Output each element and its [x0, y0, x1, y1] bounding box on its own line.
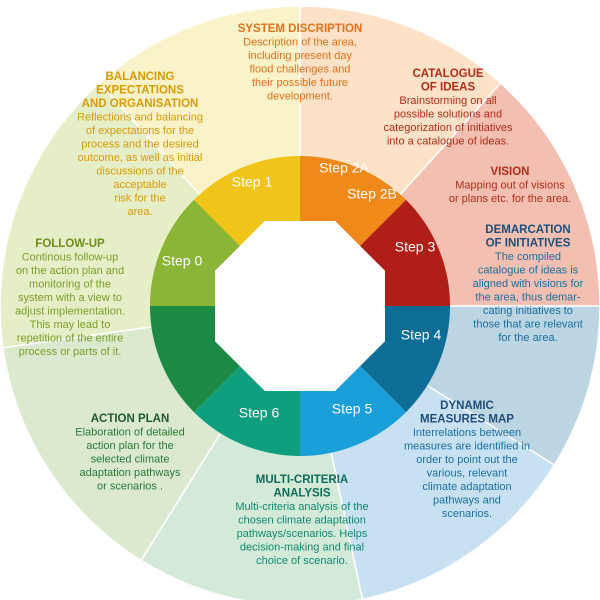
- segment-body-line: repetition of the entire: [17, 333, 123, 345]
- segment-title: ANALYSIS: [273, 488, 330, 500]
- segment-body-line: categorization of initiatives: [383, 122, 513, 134]
- segment-body-line: into a catalogue of ideas.: [387, 136, 509, 148]
- segment-title: VISION: [491, 166, 530, 178]
- segment-body-line: on the action plan and: [16, 265, 124, 277]
- segment-body-line: process or parts of it.: [19, 346, 122, 358]
- segment-title: ACTION PLAN: [91, 413, 170, 425]
- segment-body-line: Elaboration of detailed: [75, 427, 184, 439]
- segment-title: OF IDEAS: [421, 82, 476, 94]
- segment-title: SYSTEM DISCRIPTION: [238, 23, 363, 35]
- segment-body-line: possible solutions and: [394, 109, 502, 121]
- step-label-step2a: Step 2A: [319, 160, 369, 176]
- segment-body-line: monitoring of the: [29, 279, 111, 291]
- segment-title: AND ORGANISATION: [82, 98, 199, 110]
- segment-body-line: their possible future: [252, 77, 348, 89]
- segment-body-line: adjust implementation.: [15, 306, 125, 318]
- segment-body-line: choice of scenario.: [256, 555, 348, 567]
- segment-title: EXPECTATIONS: [96, 85, 184, 97]
- segment-body-line: The compiled: [495, 251, 561, 263]
- segment-body-line: Continous follow-up: [22, 252, 119, 264]
- segment-body-line: pathways and: [433, 495, 501, 507]
- segment-body-line: process and the desired: [81, 139, 198, 151]
- segment-body-line: flood challenges and: [250, 64, 351, 76]
- segment-body-line: chosen climate adaptation: [238, 515, 366, 527]
- segment-body-line: those that are relevant: [473, 319, 582, 331]
- segment-body-line: cating initiatives to: [483, 305, 573, 317]
- segment-body-line: risk for the: [114, 193, 165, 205]
- step-label-step2b: Step 2B: [347, 186, 397, 202]
- segment-body-line: area.: [127, 206, 152, 218]
- segment-body-line: Brainstorming on all: [399, 95, 496, 107]
- segment-body-line: Reflections and balancing: [77, 112, 203, 124]
- center-octagon: [215, 221, 385, 391]
- segment-body-line: discussions of the: [96, 166, 183, 178]
- segment-body-line: Description of the area,: [243, 37, 357, 49]
- segment-body-line: various, relevant: [427, 468, 508, 480]
- segment-body-line: Multi-criteria analysis of the: [235, 501, 368, 513]
- segment-body-line: order to point out the: [416, 454, 518, 466]
- segment-texts: SYSTEM DISCRIPTION Description of the are…: [15, 23, 584, 567]
- segment-body-line: scenarios.: [442, 508, 492, 520]
- step-label-step5: Step 5: [332, 401, 373, 417]
- segment-body-line: decision-making and final: [240, 542, 364, 554]
- segment-body-line: adaptation pathways: [80, 467, 181, 479]
- segment-title: DYNAMIC: [440, 400, 494, 412]
- segment-body-line: catalogue of ideas is: [478, 265, 579, 277]
- segment-title: CATALOGUE: [412, 68, 483, 80]
- segment-title: OF INITIATIVES: [486, 238, 571, 250]
- step-label-step0: Step 0: [162, 253, 203, 269]
- segment-body-line: Mapping out of visions: [455, 180, 565, 192]
- segment-title: FOLLOW-UP: [35, 238, 105, 250]
- segment-body-line: including present day: [248, 50, 352, 62]
- segment-title: MEASURES MAP: [420, 414, 514, 426]
- segment-body-line: for the area.: [498, 332, 557, 344]
- segment-body-line: system with a view to: [18, 292, 122, 304]
- segment-body-line: climate adaptation: [422, 481, 511, 493]
- step-label-step3: Step 3: [395, 239, 436, 255]
- segment-body-line: acceptable: [113, 179, 166, 191]
- segment-body-line: development.: [267, 91, 333, 103]
- step-label-step6: Step 6: [239, 405, 280, 421]
- segment-body-line: of expectations for the: [86, 125, 194, 137]
- segment-title: DEMARCATION: [485, 224, 570, 236]
- segment-body-line: or plans etc. for the area.: [449, 193, 571, 205]
- segment-body-line: pathways/scenarios. Helps: [237, 528, 368, 540]
- segment-body-line: action plan for the: [86, 440, 173, 452]
- segment-body-line: the area, thus demar-: [475, 292, 581, 304]
- segment-system-description: SYSTEM DISCRIPTION Description of the are…: [238, 23, 363, 103]
- segment-body-line: measures are identified in: [404, 441, 530, 453]
- segment-body-line: aligned with visions for: [473, 278, 584, 290]
- segment-body-line: outcome, as well as initial: [78, 152, 203, 164]
- segment-body-line: or scenarios .: [97, 481, 163, 493]
- segment-body-line: Interrelations between: [413, 427, 521, 439]
- step-label-step1: Step 1: [232, 174, 273, 190]
- segment-action-plan: ACTION PLAN Elaboration of detailedaction…: [75, 413, 184, 493]
- segment-body-line: selected climate: [91, 454, 170, 466]
- segment-title: MULTI-CRITERIA: [256, 474, 348, 486]
- segment-body-line: This may lead to: [30, 319, 111, 331]
- step-label-step4: Step 4: [401, 327, 442, 343]
- segment-title: BALANCING: [106, 71, 175, 83]
